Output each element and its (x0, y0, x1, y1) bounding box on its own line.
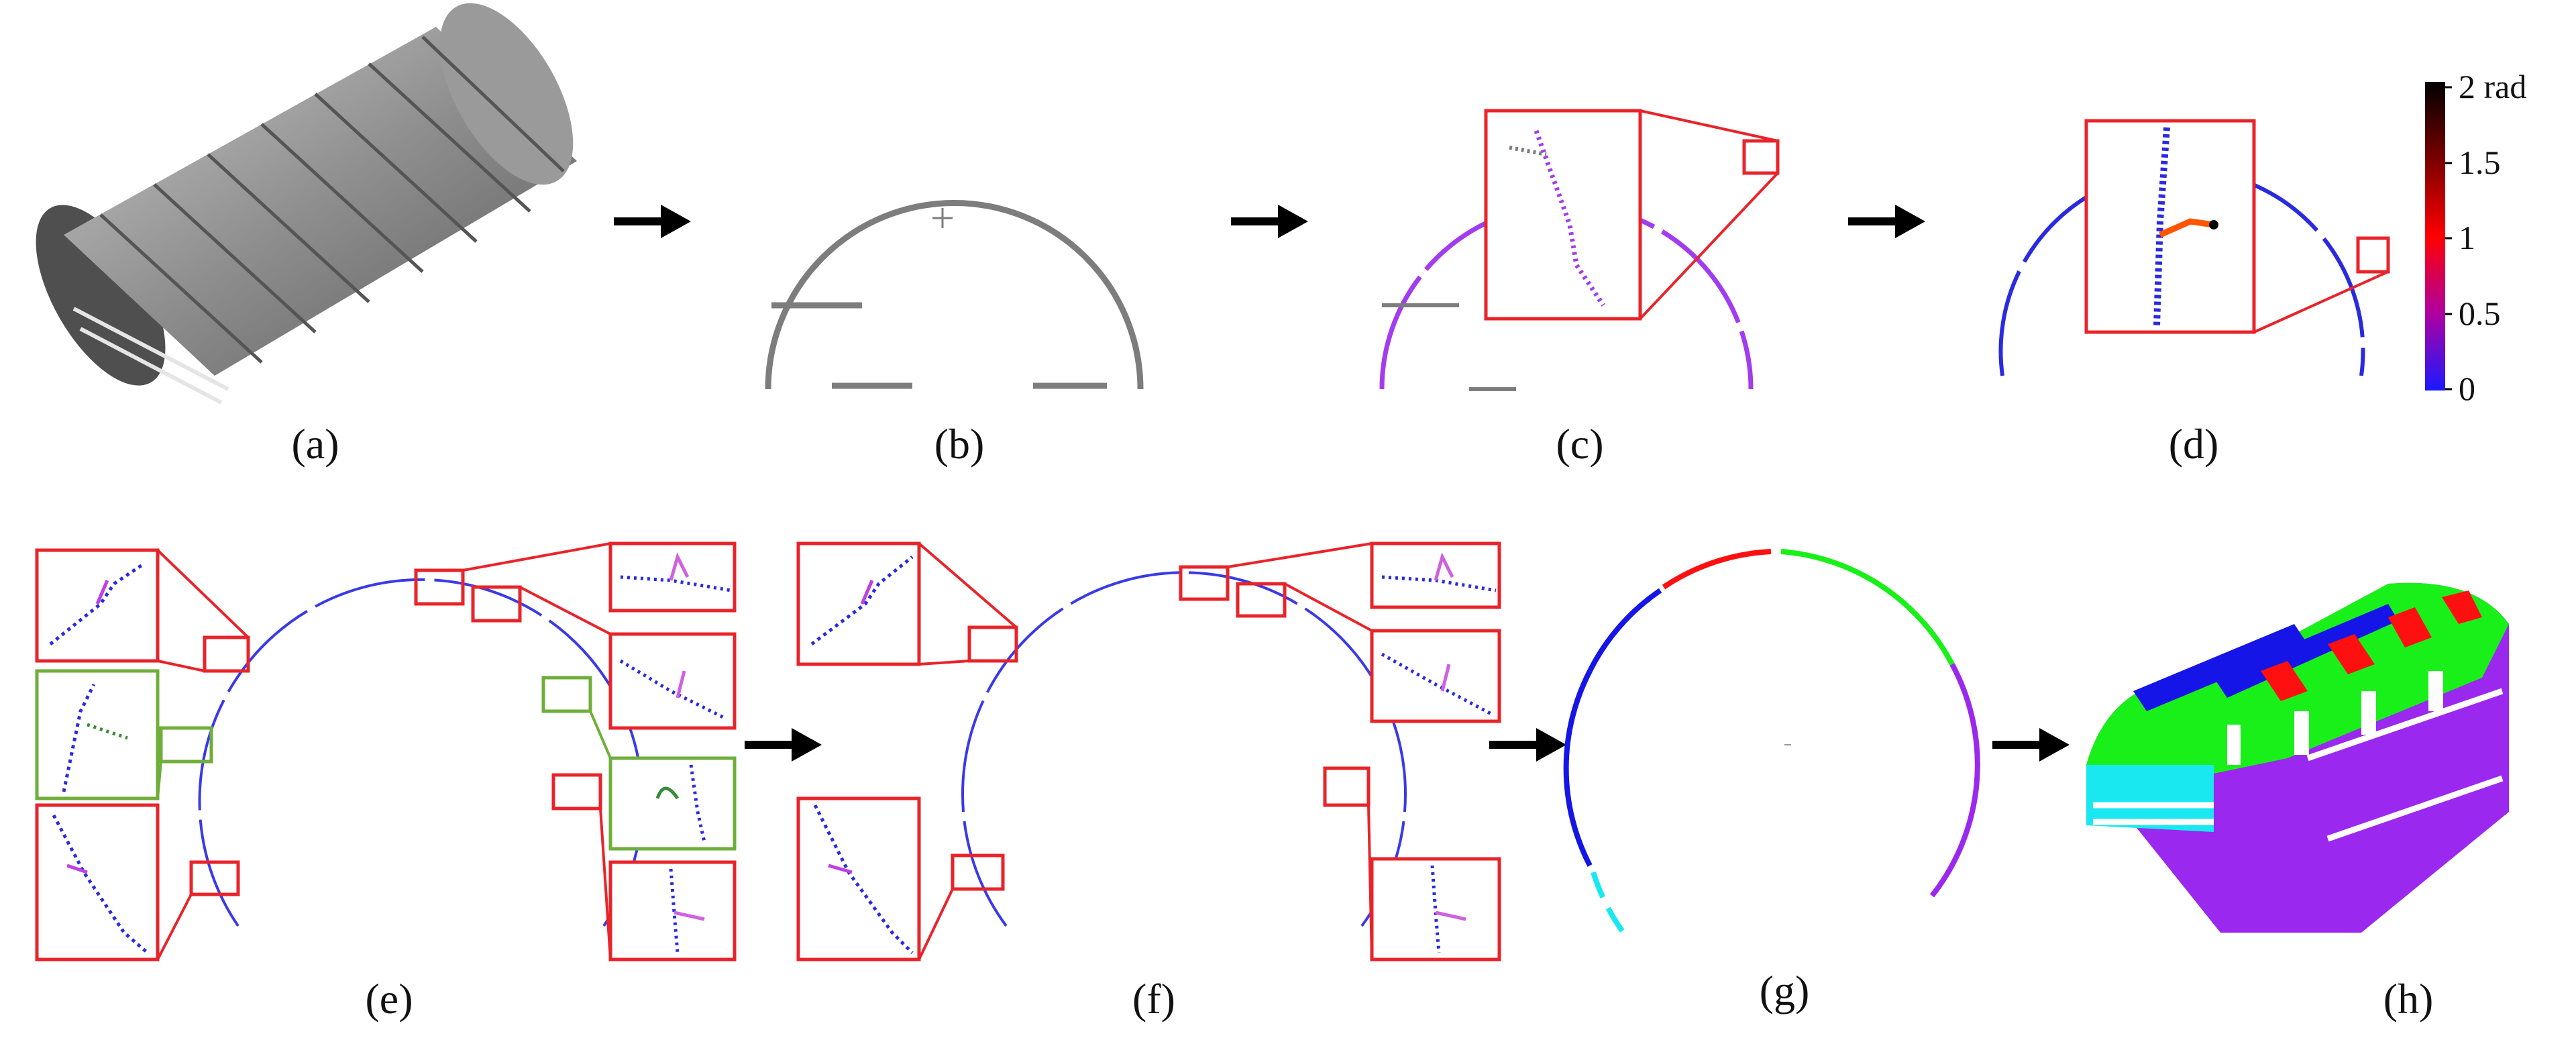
arrow-right-icon (745, 728, 822, 762)
zoom-inset-box (1484, 109, 1642, 321)
colorbar (2425, 82, 2452, 391)
colorbar-tick-label: 0 (2459, 370, 2475, 407)
panel-g-segmented-ring (1563, 549, 1980, 935)
panel-label-h: (h) (2383, 975, 2434, 1023)
colorbar-tick-label: 2 rad (2459, 68, 2527, 105)
segment-arc-red (1662, 549, 1772, 590)
zoom-inset-box (2084, 119, 2256, 334)
panel-a-tunnel-3d (36, 3, 577, 405)
panel-label-e: (e) (365, 975, 413, 1023)
panel-label-g: (g) (1759, 967, 1810, 1015)
panel-e-breakpoints (35, 541, 737, 961)
panel-h-segmented-tunnel (2086, 582, 2509, 933)
arrow-right-icon (614, 205, 691, 238)
panel-label-b: (b) (934, 420, 985, 468)
zoom-source-box (2356, 236, 2390, 274)
zoom-source-box (1742, 139, 1780, 175)
arrow-right-icon (1489, 728, 1566, 762)
arrow-right-icon (1992, 728, 2070, 762)
panel-b-section-points (765, 200, 1144, 390)
colorbar-tick-label: 0.5 (2459, 295, 2501, 332)
panel-label-a: (a) (291, 420, 339, 468)
panel-label-c: (c) (1556, 420, 1604, 468)
arrow-right-icon (1231, 205, 1308, 238)
segment-arc-green (1780, 549, 1955, 666)
segment-arc-cyan (1591, 871, 1626, 935)
arrow-right-icon (1848, 205, 1925, 238)
segment-arc-blue (1563, 670, 1593, 867)
panel-label-f: (f) (1132, 975, 1175, 1023)
segment-arc-purple (1929, 663, 1980, 898)
panel-f-refined-breakpoints (796, 541, 1501, 961)
panel-d-angle-points (1998, 119, 2390, 376)
colorbar-tick-label: 1 (2459, 219, 2475, 256)
colorbar-tick-label: 1.5 (2459, 144, 2501, 181)
panel-label-d: (d) (2168, 420, 2219, 468)
panel-c-filtered-points (1379, 109, 1780, 391)
